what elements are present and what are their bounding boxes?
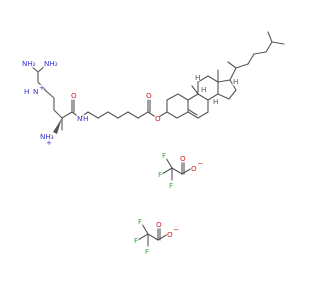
tfa-1-carboxylate-oxygen: O <box>191 164 197 173</box>
tfa-2-carboxylate-oxygen-bg <box>166 230 172 239</box>
atom-ester-carbonyl-oxygen: O <box>146 91 152 100</box>
atom-nh-plus-bg <box>32 87 38 96</box>
atom-amide-h-bg <box>82 114 88 123</box>
tfa-2-carbonyl-oxygen: O <box>156 220 162 229</box>
tfa-1-fluorine-3-bg <box>168 181 174 190</box>
atom-nh2-a-bg <box>21 59 35 68</box>
atom-amide-oxygen: O <box>71 91 77 100</box>
tfa-2-fluorine-2-bg <box>137 217 143 226</box>
atom-amide-n: N <box>77 114 82 123</box>
atom-nh3-bg <box>39 132 53 141</box>
tfa-2-fluorine-1: F <box>134 236 138 245</box>
atom-nh-plus: N <box>33 87 38 96</box>
charge-plus-guanidinium: + <box>39 83 45 92</box>
charge-plus-guanidinium-bg <box>38 84 44 92</box>
tfa-2-charge-minus: − <box>173 225 179 234</box>
atom-nh2-a: NH₂ <box>22 59 36 68</box>
atom-h-9-bg <box>194 74 200 82</box>
tfa-2-carbonyl-oxygen-bg <box>155 220 161 229</box>
tfa-1-charge-minus-bg <box>196 160 202 168</box>
tfa-1-carbonyl-oxygen: O <box>180 154 186 163</box>
charge-plus-ammonium-bg <box>45 139 51 147</box>
atom-nh2-b-bg <box>43 59 57 68</box>
atom-h-8: H <box>201 85 206 94</box>
tfa-2-fluorine-3-bg <box>144 247 150 256</box>
tfa-1-carbonyl-oxygen-bg <box>179 154 185 163</box>
atom-nh-plus-h: H <box>24 87 29 96</box>
atom-h-14-bg <box>212 98 218 106</box>
tfa-2-fluorine-1-bg <box>133 236 139 245</box>
atom-h-8-bg <box>200 86 206 94</box>
atom-h-14: H <box>213 97 218 106</box>
atom-nh-plus-h-bg <box>23 87 29 96</box>
tfa-2-fluorine-2: F <box>138 217 142 226</box>
atom-nh2-b: NH₂ <box>44 59 58 68</box>
atom-h-9: H <box>195 73 200 82</box>
atom-amide-oxygen-bg <box>70 91 76 100</box>
tfa-1-carboxylate-oxygen-bg <box>190 164 196 173</box>
trifluoroacetate-2 <box>137 223 169 247</box>
atom-amide-n-bg <box>76 114 82 123</box>
atom-h-17-bg <box>232 78 238 86</box>
tfa-1-fluorine-3: F <box>169 181 173 190</box>
atom-ester-oxygen-bg <box>154 114 160 123</box>
trifluoroacetate-1 <box>161 157 193 181</box>
atom-amide-h: H <box>83 114 88 123</box>
tfa-2-fluorine-3: F <box>145 247 149 256</box>
tfa-2-carboxylate-oxygen: O <box>167 230 173 239</box>
tfa-1-fluorine-2: F <box>162 151 166 160</box>
atom-nh3: NH₃ <box>40 132 54 141</box>
tfa-1-fluorine-1: F <box>158 170 162 179</box>
tfa-1-fluorine-1-bg <box>157 170 163 179</box>
steroid-skeleton <box>166 31 285 119</box>
atom-h-17: H <box>233 77 238 86</box>
charge-plus-ammonium: + <box>46 138 52 147</box>
tfa-2-charge-minus-bg <box>172 226 178 234</box>
tfa-1-charge-minus: − <box>197 159 203 168</box>
tfa-1-fluorine-2-bg <box>161 151 167 160</box>
atom-ester-oxygen: O <box>155 114 161 123</box>
atom-ester-carbonyl-oxygen-bg <box>145 91 151 100</box>
